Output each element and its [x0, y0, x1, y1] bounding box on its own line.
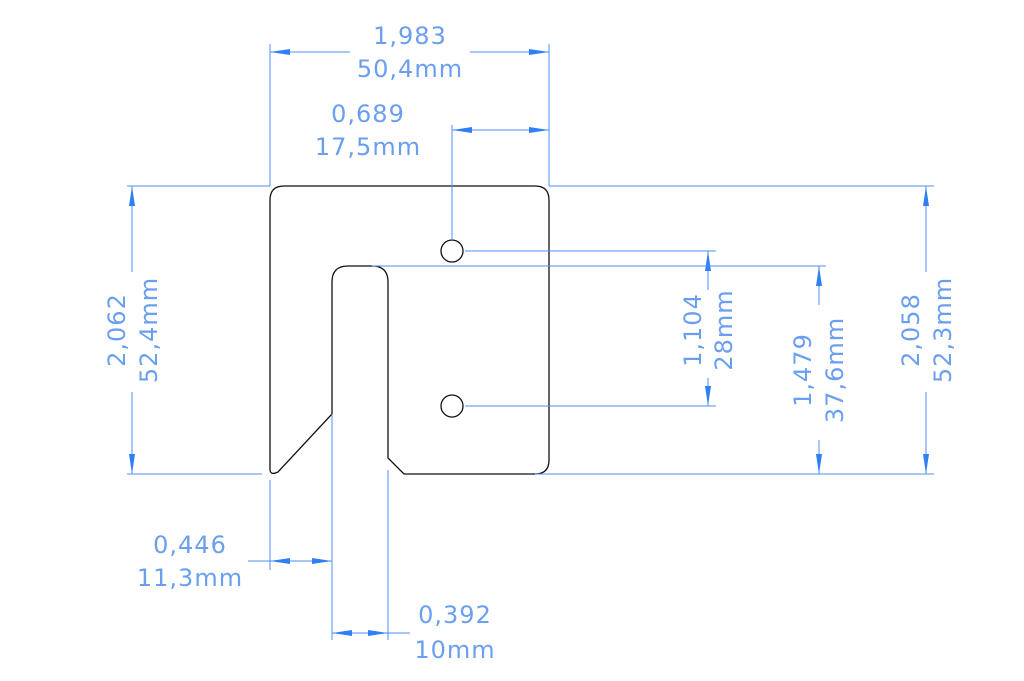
dim-left-height: 2,062 52,4mm [103, 185, 270, 475]
dim-slot-depth: 1,479 37,6mm [372, 265, 849, 475]
dim-lip-width: 0,446 11,3mm [137, 414, 333, 640]
part-profile [269, 185, 550, 475]
part-outline [269, 185, 550, 475]
lip-width-mm: 11,3mm [137, 564, 243, 592]
slot-width-mm: 10mm [414, 636, 495, 664]
slot-depth-mm: 37,6mm [821, 317, 849, 423]
right-height-inch: 2,058 [897, 293, 925, 367]
left-height-inch: 2,062 [103, 293, 131, 367]
hole-offset-inch: 0,689 [331, 100, 405, 128]
dim-hole-spacing: 1,104 28mm [465, 250, 738, 407]
slot-depth-inch: 1,479 [789, 333, 817, 407]
slot-width-inch: 0,392 [418, 601, 492, 629]
dim-right-height: 2,058 52,3mm [549, 185, 957, 475]
dim-slot-width: 0,392 10mm [332, 470, 495, 664]
overall-width-inch: 1,983 [373, 22, 447, 50]
hole-offset-mm: 17,5mm [315, 133, 421, 161]
lip-width-inch: 0,446 [153, 531, 227, 559]
right-height-mm: 52,3mm [929, 277, 957, 383]
hole-spacing-inch: 1,104 [679, 293, 707, 367]
overall-width-mm: 50,4mm [357, 55, 463, 83]
left-height-mm: 52,4mm [135, 277, 163, 383]
upper-hole [440, 239, 464, 263]
dim-hole-offset: 0,689 17,5mm [315, 100, 549, 240]
lower-hole [440, 394, 464, 418]
dim-overall-width: 1,983 50,4mm [269, 22, 550, 186]
hole-spacing-mm: 28mm [710, 289, 738, 370]
